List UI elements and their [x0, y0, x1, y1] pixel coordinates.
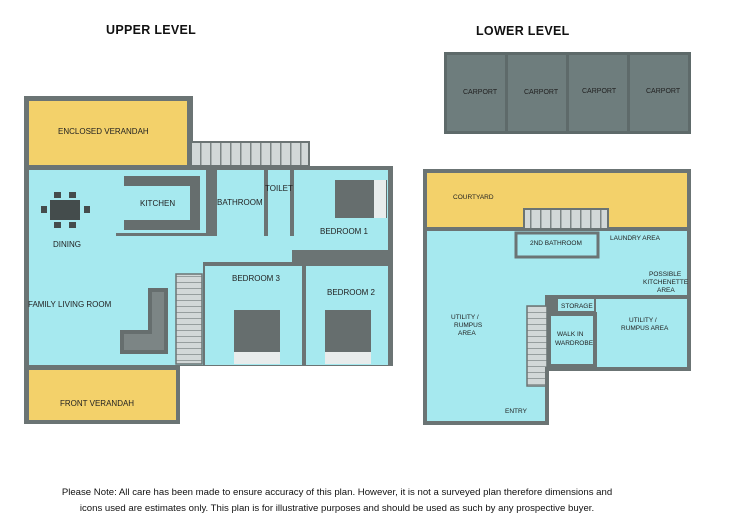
kitchen-bench	[124, 176, 200, 230]
bedroom-2-label: BEDROOM 2	[327, 288, 376, 297]
carport-3	[569, 55, 627, 131]
disclaimer-line-1: Please Note: All care has been made to e…	[61, 487, 613, 498]
carport-3-label: CARPORT	[582, 88, 617, 95]
bathroom	[217, 170, 264, 236]
dining-label: DINING	[53, 240, 81, 249]
bedroom-1-label: BEDROOM 1	[320, 227, 369, 236]
enclosed-verandah	[29, 101, 187, 165]
kitchen-label: KITCHEN	[140, 199, 175, 208]
family-living-room-label: FAMILY LIVING ROOM	[28, 300, 112, 309]
second-bathroom	[514, 231, 600, 259]
front-verandah-label: FRONT VERANDAH	[60, 399, 134, 408]
dining-table-icon	[41, 192, 90, 228]
carport-4-label: CARPORT	[646, 88, 681, 95]
toilet	[268, 170, 290, 236]
bathroom-label: BATHROOM	[217, 198, 263, 207]
carport-1-label: CARPORT	[463, 89, 498, 96]
walk-in-wardrobe	[547, 312, 597, 368]
utility-left-label-3: AREA	[458, 330, 476, 337]
enclosed-verandah-label: ENCLOSED VERANDAH	[58, 127, 149, 136]
utility-left-label-2: RUMPUS	[454, 322, 483, 329]
lower-top-stairs	[523, 208, 609, 230]
kitchenette-label-3: AREA	[657, 287, 675, 294]
upper-level-plan: ENCLOSED VERANDAH KITCHEN BATHROOM TOILE…	[24, 96, 395, 426]
laundry-area	[602, 231, 687, 259]
kitchenette-label-1: POSSIBLE	[649, 271, 682, 278]
disclaimer-note: Please Note: All care has been made to e…	[0, 485, 674, 517]
carport-1	[447, 55, 505, 131]
storage-label: STORAGE	[561, 303, 593, 310]
utility-right-label-2: RUMPUS AREA	[621, 325, 669, 332]
upper-inner-stairs	[175, 273, 203, 365]
upper-level-heading: UPPER LEVEL	[106, 23, 196, 37]
utility-rumpus-left	[427, 231, 545, 421]
courtyard-label: COURTYARD	[453, 194, 494, 201]
disclaimer-line-2: icons used are estimates only. This plan…	[79, 503, 595, 514]
lower-inner-stairs	[526, 305, 548, 387]
utility-rumpus-right	[596, 299, 687, 367]
carport-4	[630, 55, 688, 131]
utility-right-label-1: UTILITY /	[629, 317, 657, 324]
kitchenette-label-2: KITCHENETTE	[643, 279, 689, 286]
lower-level-heading: LOWER LEVEL	[476, 24, 570, 38]
kitchenette-area	[620, 259, 687, 295]
laundry-label: LAUNDRY AREA	[610, 235, 661, 242]
second-bathroom-label: 2ND BATHROOM	[530, 240, 582, 247]
lower-level-plan: CARPORT CARPORT CARPORT CARPORT COURTYAR…	[423, 52, 693, 427]
bedroom-3-label: BEDROOM 3	[232, 274, 281, 283]
carport-2	[508, 55, 566, 131]
walk-in-label-2: WARDROBE	[555, 340, 594, 347]
walk-in-label-1: WALK IN	[557, 331, 584, 338]
front-verandah	[29, 370, 180, 420]
entry-label: ENTRY	[505, 408, 528, 415]
utility-left-label-1: UTILITY /	[451, 314, 479, 321]
toilet-label: TOILET	[265, 184, 293, 193]
carport-2-label: CARPORT	[524, 89, 559, 96]
upper-top-stairs	[190, 141, 310, 167]
